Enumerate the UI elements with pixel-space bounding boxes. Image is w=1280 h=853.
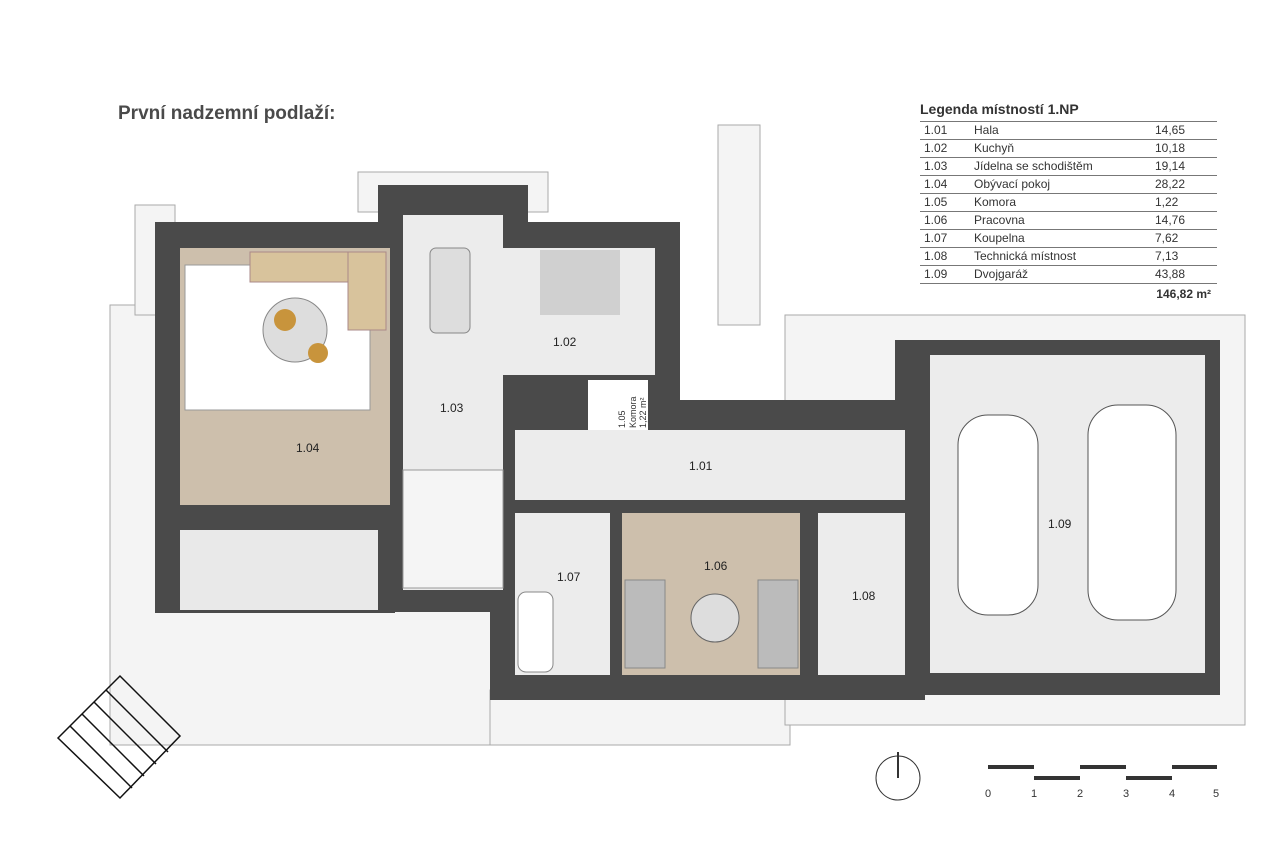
side-table bbox=[274, 309, 296, 331]
room-label-1.09: 1.09 bbox=[1048, 517, 1072, 531]
page-title: První nadzemní podlaží: bbox=[118, 103, 336, 124]
legend-id: 1.05 bbox=[924, 195, 948, 209]
legend-id: 1.02 bbox=[924, 141, 948, 155]
legend-row: 1.06 Pracovna 14,76 bbox=[920, 211, 1217, 229]
legend-row: 1.01 Hala 14,65 bbox=[920, 121, 1217, 139]
scale-bar: 0 1 2 3 4 5 bbox=[985, 765, 1219, 800]
room-label-1.06: 1.06 bbox=[704, 559, 728, 573]
room-label-1.07: 1.07 bbox=[557, 570, 581, 584]
staircase bbox=[402, 469, 504, 589]
bathtub bbox=[517, 591, 554, 673]
legend-area: 10,18 bbox=[1155, 141, 1186, 155]
legend-total: 146,82 m² bbox=[1156, 287, 1211, 301]
legend-id: 1.04 bbox=[924, 177, 948, 191]
legend-id: 1.06 bbox=[924, 213, 948, 227]
legend-area: 1,22 bbox=[1155, 195, 1179, 209]
legend-id: 1.03 bbox=[924, 159, 948, 173]
scale-tick: 0 bbox=[985, 788, 991, 800]
legend-row: 1.08 Technická místnost 7,13 bbox=[920, 247, 1217, 265]
room-1.01 bbox=[515, 430, 905, 500]
sofa-right bbox=[757, 579, 799, 669]
legend-id: 1.08 bbox=[924, 249, 948, 263]
room-1.05 bbox=[588, 380, 648, 430]
legend-area: 43,88 bbox=[1155, 267, 1186, 281]
room-label-1.02: 1.02 bbox=[553, 335, 577, 349]
north-arrow-icon bbox=[875, 752, 921, 801]
legend-name: Pracovna bbox=[974, 213, 1025, 227]
legend-row: 1.04 Obývací pokoj 28,22 bbox=[920, 175, 1217, 193]
coffee-table bbox=[690, 593, 740, 643]
room-1.08 bbox=[818, 513, 905, 675]
terrace bbox=[180, 530, 378, 610]
room-label-1.08: 1.08 bbox=[852, 589, 876, 603]
legend-area: 7,13 bbox=[1155, 249, 1179, 263]
room-label-1.03: 1.03 bbox=[440, 401, 464, 415]
scale-tick: 3 bbox=[1123, 788, 1129, 800]
legend-name: Technická místnost bbox=[974, 249, 1077, 263]
legend-name: Kuchyň bbox=[974, 141, 1015, 155]
legend-row: 1.05 Komora 1,22 bbox=[920, 193, 1217, 211]
legend-area: 19,14 bbox=[1155, 159, 1186, 173]
sofa-left bbox=[624, 579, 666, 669]
legend-name: Jídelna se schodištěm bbox=[974, 159, 1093, 173]
legend-name: Koupelna bbox=[974, 231, 1025, 245]
legend-area: 7,62 bbox=[1155, 231, 1179, 245]
legend-name: Komora bbox=[974, 195, 1017, 209]
kitchen-island bbox=[540, 250, 620, 315]
sofa bbox=[347, 251, 387, 331]
komora-label: Komora bbox=[628, 396, 638, 428]
legend-id: 1.07 bbox=[924, 231, 948, 245]
room-label-1.01: 1.01 bbox=[689, 459, 713, 473]
legend-area: 28,22 bbox=[1155, 177, 1186, 191]
room-legend: Legenda místností 1.NP 1.01 Hala 14,65 1.02… bbox=[920, 101, 1217, 301]
car-right bbox=[1087, 404, 1177, 621]
legend-name: Obývací pokoj bbox=[974, 177, 1051, 191]
legend-row: 1.07 Koupelna 7,62 bbox=[920, 229, 1217, 247]
scale-tick: 4 bbox=[1169, 788, 1175, 800]
komora-area: 1,22 m² bbox=[638, 397, 648, 428]
legend-area: 14,65 bbox=[1155, 123, 1186, 137]
legend-row: 1.03 Jídelna se schodištěm 19,14 bbox=[920, 157, 1217, 175]
legend-area: 14,76 bbox=[1155, 213, 1186, 227]
dining-table bbox=[429, 247, 471, 334]
entrance-steps bbox=[56, 674, 182, 800]
legend-name: Dvojgaráž bbox=[974, 267, 1029, 281]
scale-tick: 2 bbox=[1077, 788, 1083, 800]
scale-tick: 5 bbox=[1213, 788, 1219, 800]
legend-row: 1.09 Dvojgaráž 43,88 bbox=[920, 265, 1217, 284]
side-table bbox=[308, 343, 328, 363]
scale-tick: 1 bbox=[1031, 788, 1037, 800]
room-label-1.04: 1.04 bbox=[296, 441, 320, 455]
legend-heading: Legenda místností 1.NP bbox=[920, 101, 1079, 117]
car-left bbox=[957, 414, 1039, 616]
legend-name: Hala bbox=[974, 123, 999, 137]
room-label-1.05: 1.05 bbox=[617, 410, 627, 428]
legend-id: 1.01 bbox=[924, 123, 948, 137]
legend-row: 1.02 Kuchyň 10,18 bbox=[920, 139, 1217, 157]
legend-id: 1.09 bbox=[924, 267, 948, 281]
